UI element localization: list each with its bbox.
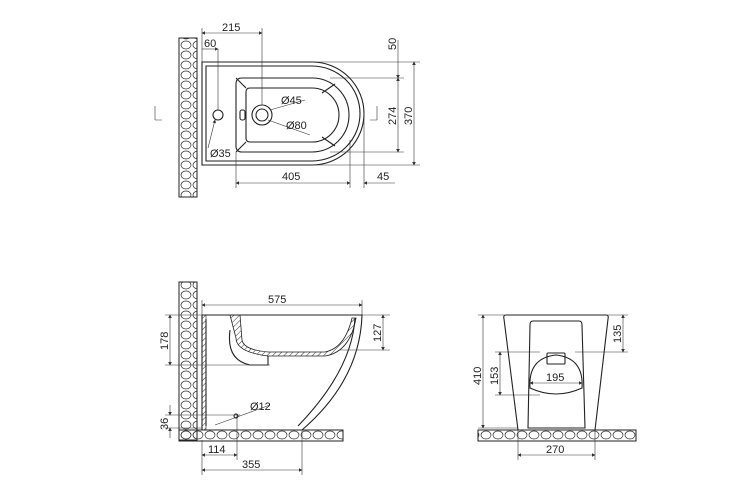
dim-178: 178 bbox=[159, 332, 171, 350]
dim-270: 270 bbox=[546, 444, 564, 456]
bowl-corner bbox=[235, 77, 247, 89]
bidet-inner-shell bbox=[205, 317, 356, 427]
bidet-outline-side bbox=[201, 314, 363, 431]
wall-section bbox=[178, 37, 198, 198]
front-dim-lines bbox=[478, 314, 628, 460]
dim-45: 45 bbox=[377, 171, 389, 183]
dim-diameter-12: Ø12 bbox=[250, 401, 271, 413]
dim-127: 127 bbox=[372, 324, 384, 342]
floor-section bbox=[477, 429, 637, 442]
drain-block bbox=[546, 352, 566, 365]
dim-405: 405 bbox=[282, 171, 300, 183]
bowl-corner bbox=[321, 83, 336, 94]
dim-410: 410 bbox=[472, 367, 484, 385]
tap-hole bbox=[212, 109, 224, 121]
dim-215: 215 bbox=[222, 22, 240, 34]
top-view: 215 60 50 274 370 405 45 Ø45 Ø80 Ø35 bbox=[154, 22, 420, 198]
drain-inner bbox=[255, 108, 269, 122]
dim-diameter-35: Ø35 bbox=[210, 148, 231, 160]
front-view: 410 153 135 195 270 bbox=[472, 314, 637, 460]
dim-355: 355 bbox=[242, 459, 260, 471]
dim-36: 36 bbox=[159, 418, 171, 430]
bowl-section bbox=[229, 314, 357, 357]
overflow-slot bbox=[239, 109, 246, 121]
side-dim-lines bbox=[165, 300, 390, 475]
bowl-inner bbox=[245, 87, 340, 143]
bowl-corner bbox=[235, 141, 247, 153]
dim-370: 370 bbox=[403, 107, 415, 125]
bowl-corner bbox=[321, 136, 336, 147]
bowl-opening bbox=[527, 320, 586, 429]
bowl-oval bbox=[529, 354, 583, 395]
drain-outer bbox=[251, 104, 273, 126]
side-view: 575 178 127 36 114 355 Ø12 bbox=[159, 281, 390, 475]
bidet-rim-inner bbox=[205, 65, 361, 162]
inlet-hole bbox=[233, 413, 239, 419]
dim-diameter-80: Ø80 bbox=[286, 120, 307, 132]
dim-135: 135 bbox=[612, 325, 624, 343]
dim-274: 274 bbox=[387, 107, 399, 125]
dim-diameter-45: Ø45 bbox=[281, 95, 302, 107]
dim-114: 114 bbox=[208, 444, 226, 456]
wall-section bbox=[178, 281, 198, 441]
dim-153: 153 bbox=[489, 367, 501, 385]
rear-wall-section bbox=[201, 314, 207, 431]
dim-50: 50 bbox=[387, 38, 399, 50]
dim-575: 575 bbox=[268, 294, 286, 306]
floor-section bbox=[178, 429, 344, 442]
top-dim-lines bbox=[201, 28, 420, 188]
dim-60: 60 bbox=[204, 38, 216, 50]
dim-195: 195 bbox=[546, 372, 564, 384]
section-mark-left bbox=[154, 106, 162, 121]
bowl-outline bbox=[235, 77, 350, 153]
section-mark-right bbox=[370, 106, 378, 121]
